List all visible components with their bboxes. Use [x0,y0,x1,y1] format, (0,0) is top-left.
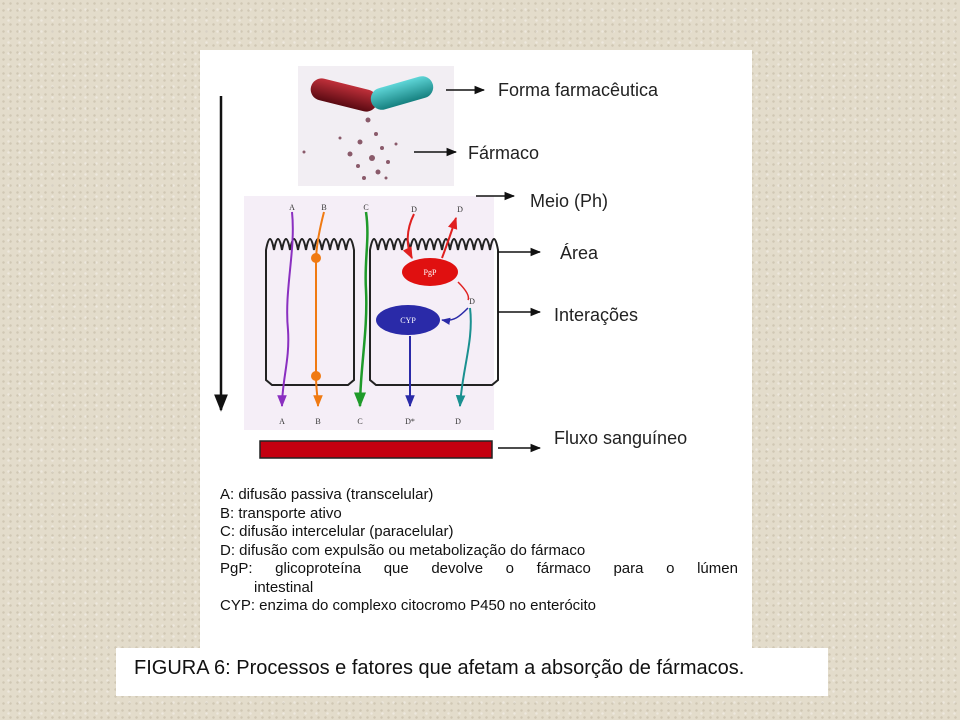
pathway-d-to-cyp-arrow [441,307,469,325]
legend-pgp-continued: intestinal [254,578,314,596]
legend-c: C: difusão intercelular (paracelular) [220,523,454,540]
pathway-c-arrow [354,211,369,408]
letter-top-b: B [321,203,326,212]
absorption-diagram: PgP CYP A B C D D D A B C D* D Forma far… [214,66,687,459]
pathway-a-arrow [277,211,294,408]
cyp-label: CYP [400,316,416,325]
pathway-b-carrier-bottom [311,371,321,381]
letter-mid-d: D [469,297,475,306]
letter-top-d2: D [457,205,463,214]
enterocyte-cells [265,238,499,386]
pathway-b-carrier-top [311,253,321,263]
letter-bottom-a: A [279,417,285,426]
legend-pgp-word: devolve [431,560,484,577]
letter-top-a: A [289,203,295,212]
pgp-link [457,281,470,301]
label-fluxo-sanguineo: Fluxo sanguíneo [554,428,687,448]
figure-panel: PgP CYP A B C D D D A B C D* D Forma far… [200,50,752,648]
letter-bottom-dstar: D* [405,417,415,426]
legend: A: difusão passiva (transcelular) B: tra… [220,486,738,616]
legend-pgp: PgP: glicoproteína que devolve o fármaco… [220,560,738,579]
legend-pgp-word: lúmen [697,560,738,577]
legend-pgp-word: o [505,560,515,577]
letter-bottom-c: C [357,417,362,426]
pathway-b-arrow [313,211,325,408]
blood-flow-bar [259,440,493,459]
label-forma-farmaceutica: Forma farmacêutica [498,80,659,100]
legend-pgp-word: glicoproteína [275,560,362,577]
letter-top-c: C [363,203,368,212]
capsule-icon [310,76,434,112]
drug-particles-icon [302,117,398,180]
legend-a: A: difusão passiva (transcelular) [220,486,434,503]
pgp-enzyme [402,258,458,286]
pathway-d-efflux-arrow [441,216,458,259]
letter-top-d1: D [411,205,417,214]
label-area: Área [560,243,599,263]
legend-b: B: transporte ativo [220,504,342,522]
legend-pgp-word: fármaco [536,560,591,577]
label-farmaco: Fármaco [468,143,539,163]
legend-pgp-word: que [383,560,409,577]
pathway-d-inflow-arrow [402,213,415,260]
pathway-d-absorbed-arrow [455,307,472,408]
letter-bottom-d: D [455,417,461,426]
legend-pgp-word: o [666,560,675,577]
label-interacoes: Interações [554,305,638,325]
figure-caption-box: FIGURA 6: Processos e fatores que afetam… [116,648,828,696]
cyp-enzyme [376,305,440,335]
legend-d: D: difusão com expulsão ou metabolização… [220,541,586,559]
legend-pgp-word: PgP: [220,560,253,577]
figure-caption: FIGURA 6: Processos e fatores que afetam… [134,657,745,679]
label-meio: Meio (Ph) [530,191,608,211]
letter-bottom-b: B [315,417,320,426]
legend-pgp-word: para [613,560,644,577]
pgp-label: PgP [424,268,437,277]
legend-cyp: CYP: enzima do complexo citocromo P450 n… [220,597,597,614]
